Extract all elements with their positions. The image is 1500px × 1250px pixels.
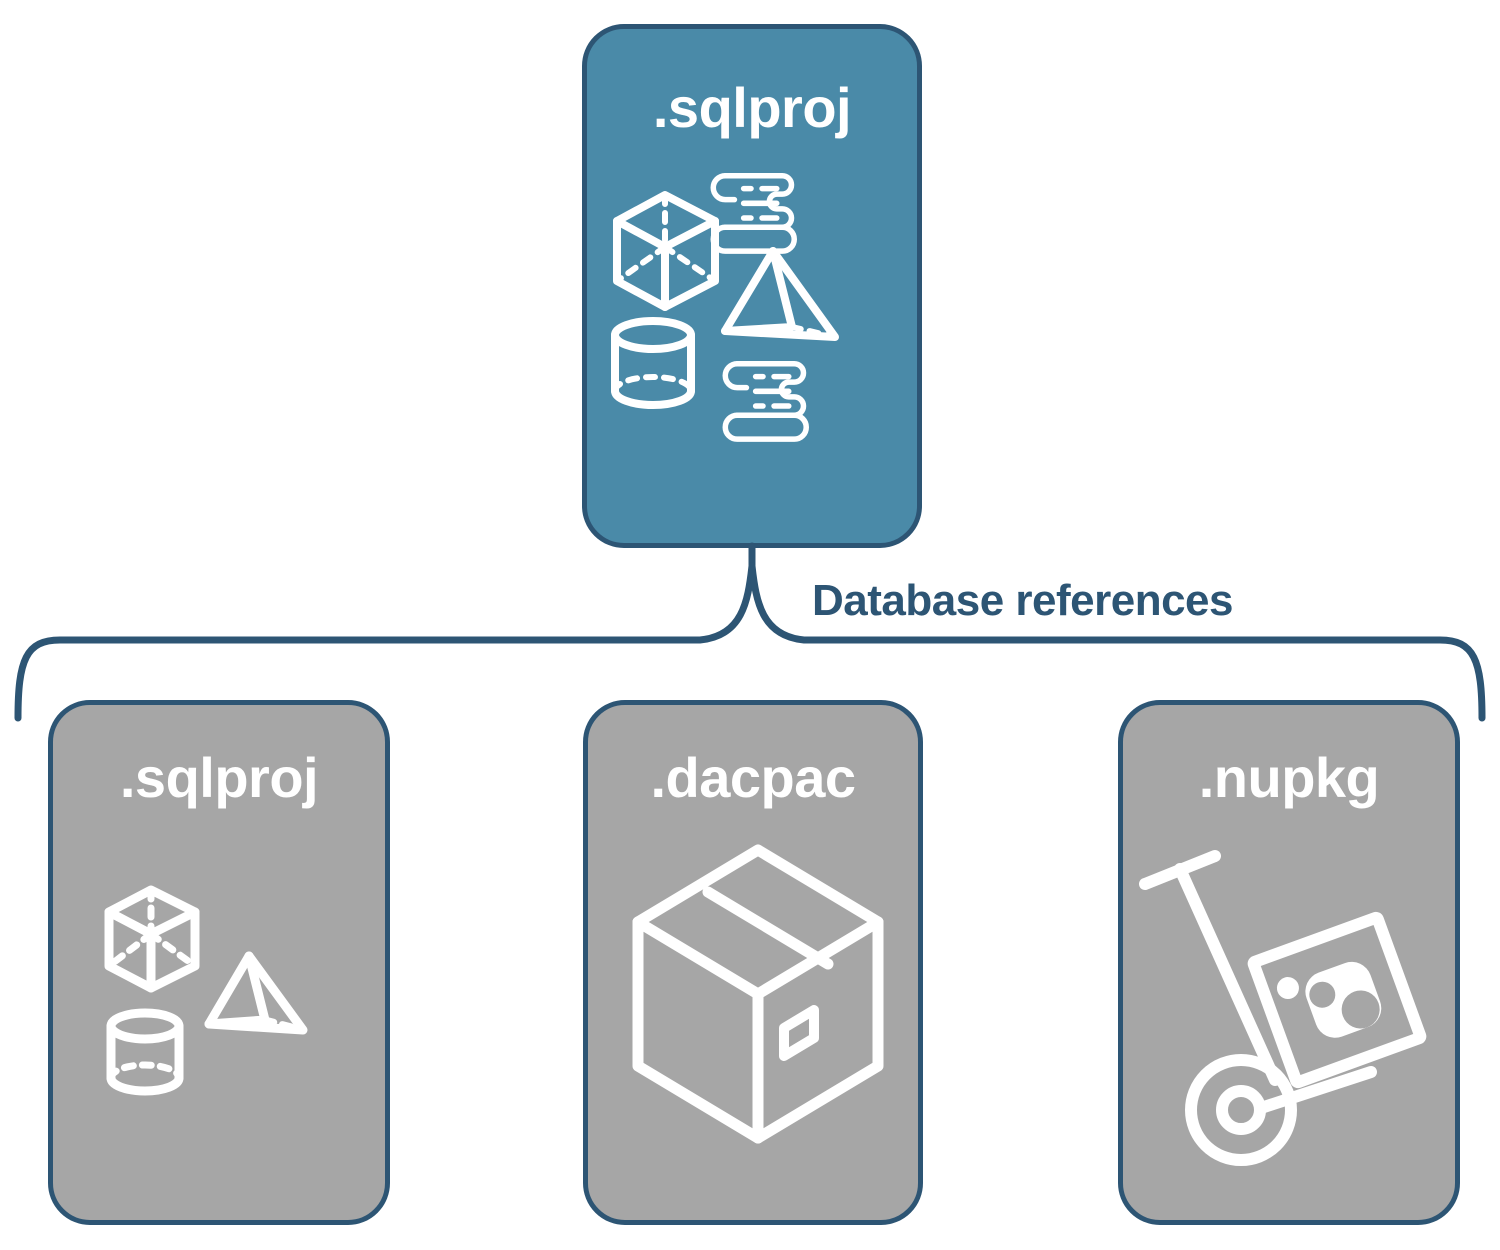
reference-card-dacpac-artwork: [588, 840, 918, 1190]
reference-card-nupkg[interactable]: .nupkg: [1118, 700, 1460, 1225]
reference-card-sqlproj-artwork: [53, 840, 385, 1190]
pyramid-icon: [204, 951, 308, 1035]
cube-icon: [613, 191, 719, 311]
scroll-icon: [710, 172, 797, 254]
cylinder-icon: [106, 1008, 184, 1096]
parent-project-card[interactable]: .sqlproj: [582, 24, 922, 548]
reference-card-nupkg-label: .nupkg: [1198, 746, 1380, 809]
hand-truck-nuget-icon: [1139, 850, 1427, 1166]
scroll-icon: [722, 360, 809, 442]
reference-card-dacpac[interactable]: .dacpac: [583, 700, 923, 1225]
reference-card-dacpac-label: .dacpac: [650, 746, 856, 809]
pyramid-icon: [721, 247, 839, 341]
cube-icon: [104, 885, 200, 993]
reference-card-sqlproj[interactable]: .sqlproj: [48, 700, 390, 1225]
cylinder-icon: [611, 317, 695, 409]
parent-project-label: .sqlproj: [652, 76, 852, 139]
package-box-icon: [632, 844, 884, 1144]
reference-card-sqlproj-label: .sqlproj: [119, 746, 319, 809]
brace-label: Database references: [812, 576, 1233, 625]
reference-card-nupkg-artwork: [1123, 840, 1455, 1190]
parent-project-artwork: [587, 159, 917, 449]
